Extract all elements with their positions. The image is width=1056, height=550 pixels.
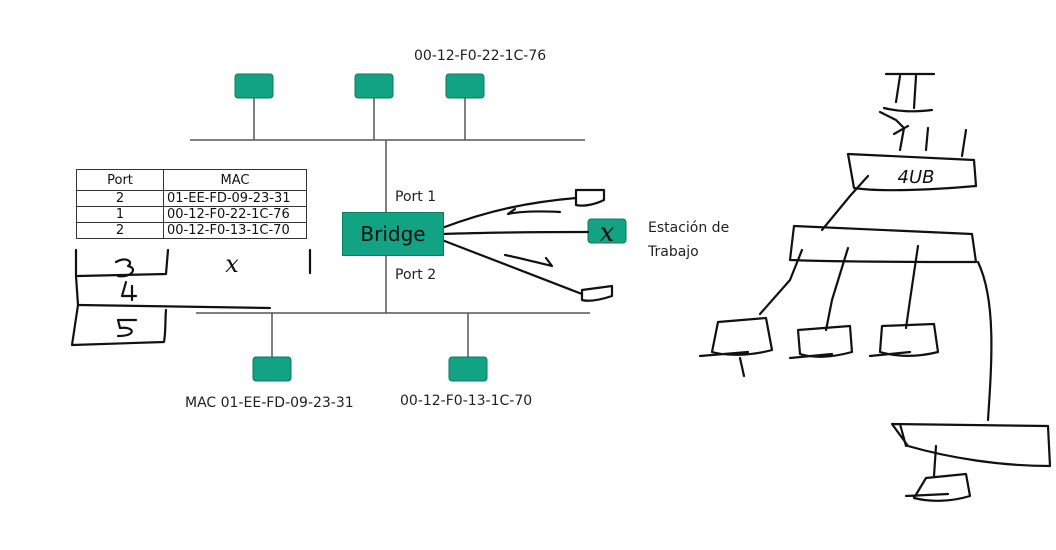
hw-link-middle: [440, 230, 590, 236]
mac-table-header: Port MAC: [76, 169, 307, 191]
port-column-header: Port: [76, 169, 164, 191]
handwritten-table-extension: [70, 248, 312, 347]
station-mark: x: [600, 218, 615, 248]
hw-top-device: [882, 72, 936, 113]
hw-cell-x: x: [225, 250, 239, 278]
hw-switch-drop-2: [824, 246, 850, 332]
hw-lower-pc: [904, 472, 972, 502]
hw-digit-4: [120, 280, 138, 302]
port-cell: 2: [76, 222, 164, 239]
port-cell: 1: [76, 206, 164, 223]
port2-label: Port 2: [395, 267, 437, 283]
hw-hub: [846, 152, 978, 192]
port-cell: 2: [76, 190, 164, 207]
hw-switch-drop-3: [904, 244, 920, 330]
handwritten-hub-tree: [698, 72, 1052, 502]
hw-digit-3: [114, 258, 135, 278]
hw-lower-switch: [890, 422, 1052, 468]
table-row: 2 00-12-F0-13-1C-70: [76, 222, 307, 239]
mac-column-header: MAC: [163, 169, 307, 191]
hw-switch: [788, 224, 978, 264]
hw-arrow-left: [506, 207, 562, 216]
hw-hub-stub-2: [960, 128, 968, 158]
hw-switch-drop-1: [758, 248, 804, 316]
mac-address-table: Port MAC 2 01-EE-FD-09-23-31 1 00-12-F0-…: [76, 169, 307, 239]
top-mac-label: 00-12-F0-22-1C-76: [414, 48, 547, 64]
mac-cell: 00-12-F0-13-1C-70: [163, 222, 307, 239]
station-label-line2: Trabajo: [648, 244, 699, 260]
table-row: 1 00-12-F0-22-1C-76: [76, 206, 307, 223]
top-host-1: [234, 73, 274, 99]
hw-hub-stub-1: [924, 126, 930, 152]
bottom-right-mac-label: 00-12-F0-13-1C-70: [400, 393, 533, 409]
hub-label: 4UB: [898, 167, 935, 188]
mac-cell: 00-12-F0-22-1C-76: [163, 206, 307, 223]
bottom-host-2: [448, 356, 488, 382]
hw-hub-to-switch: [820, 174, 870, 232]
handwritten-bridge-links: [440, 188, 614, 302]
hw-arrow-right: [503, 253, 554, 268]
bridge-box: Bridge: [342, 212, 444, 256]
hw-link-upper: [440, 196, 578, 230]
hw-box-upper: [574, 188, 606, 207]
hw-pc-1: [698, 316, 774, 378]
hw-top-device-link: [878, 110, 910, 152]
hw-switch-drop-4: [976, 260, 993, 422]
bottom-host-1: [252, 356, 292, 382]
station-label-line1: Estación de: [648, 220, 730, 236]
top-host-3: [445, 73, 485, 99]
top-host-2: [354, 73, 394, 99]
hw-link-lower: [440, 238, 584, 296]
port1-label: Port 1: [395, 189, 437, 205]
hw-lower-link: [932, 444, 938, 478]
bottom-left-mac-label: MAC 01-EE-FD-09-23-31: [185, 395, 354, 411]
table-row: 2 01-EE-FD-09-23-31: [76, 190, 307, 207]
hw-box-lower: [580, 284, 614, 302]
hw-pc-3: [868, 322, 940, 358]
bridge-label: Bridge: [360, 222, 426, 246]
hw-pc-2: [788, 324, 854, 360]
hw-digit-5: [116, 318, 138, 338]
mac-cell: 01-EE-FD-09-23-31: [163, 190, 307, 207]
